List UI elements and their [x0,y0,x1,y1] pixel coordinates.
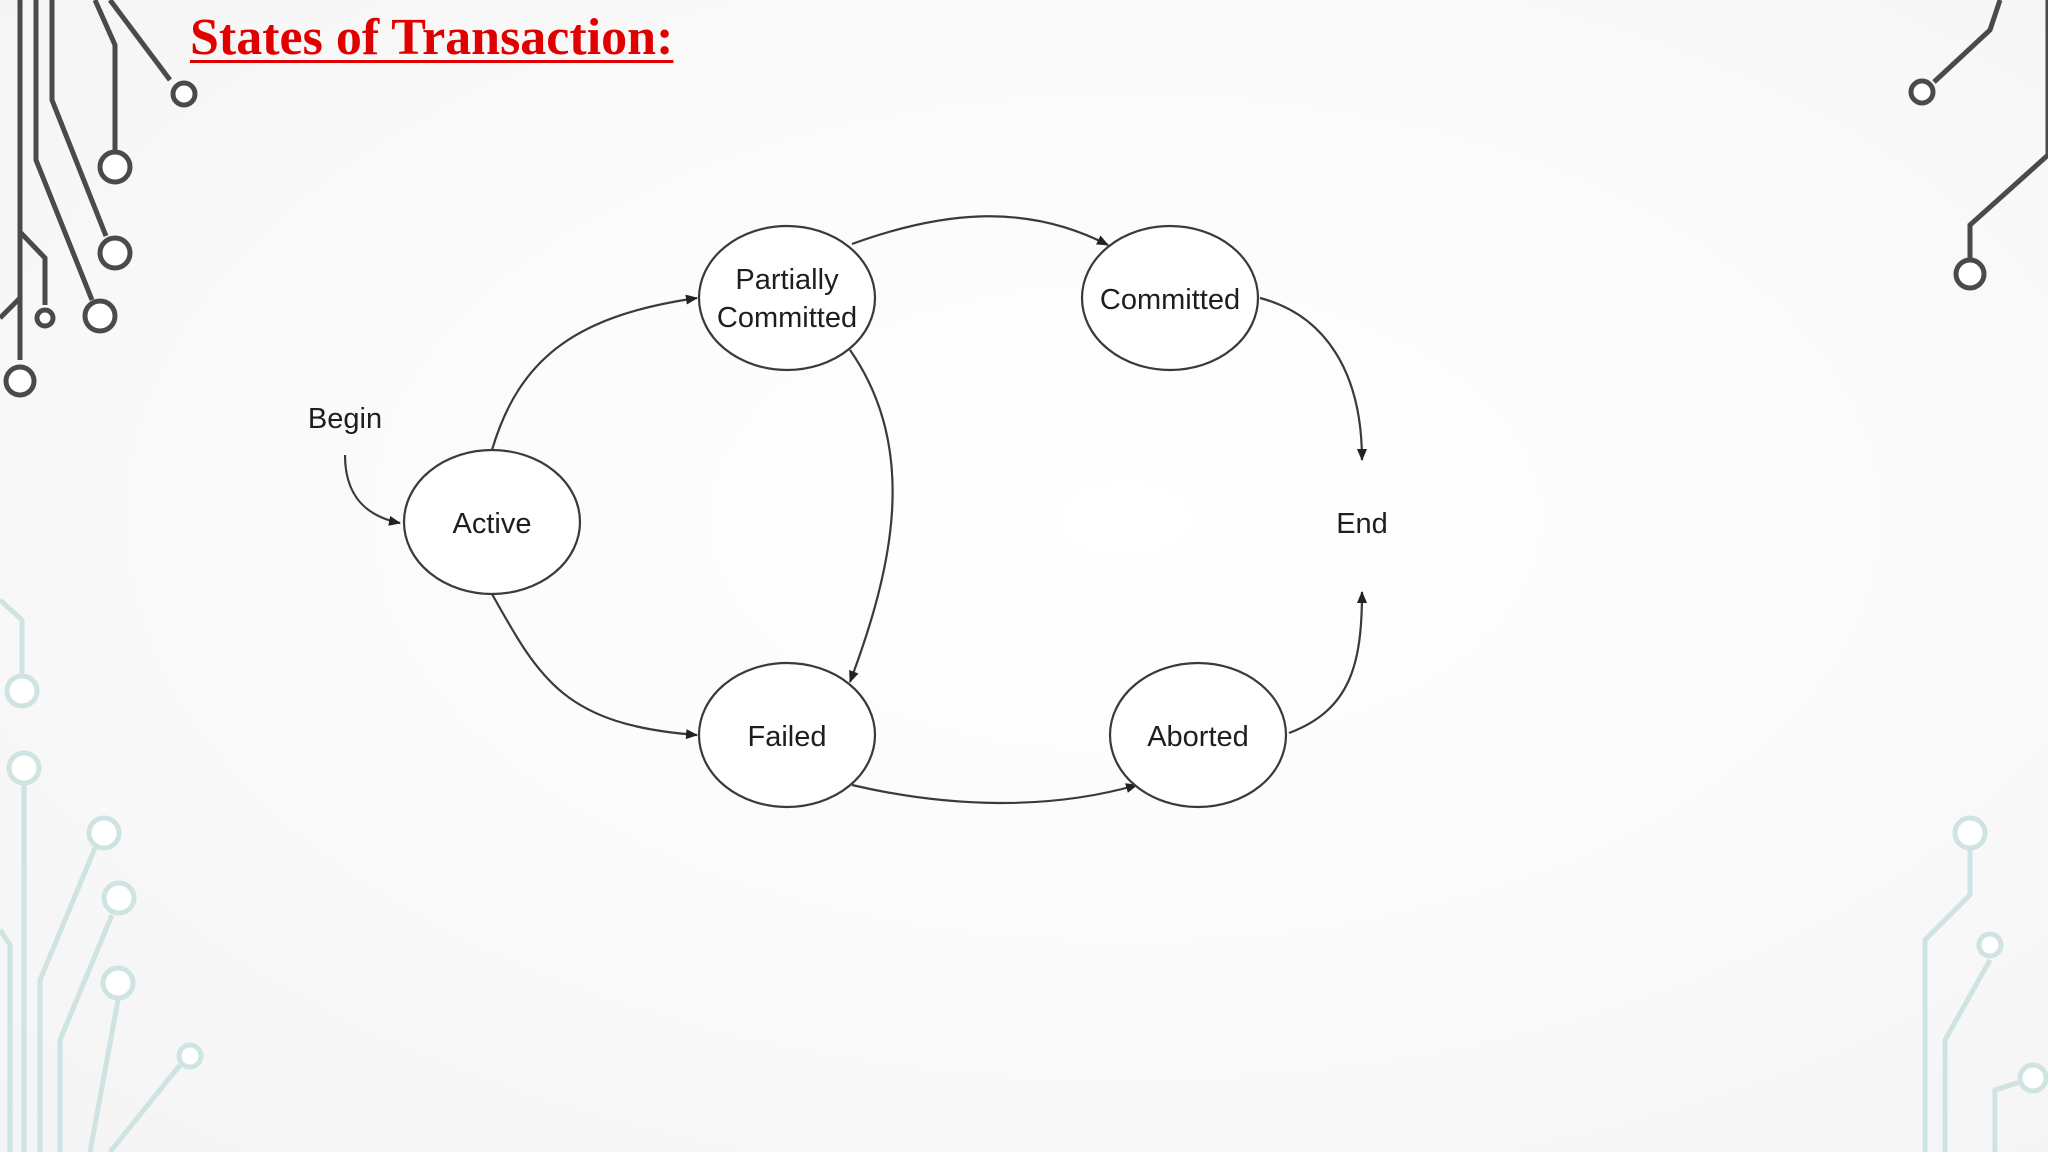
state-failed-label: Failed [748,721,827,753]
arrow-failed-to-aborted [851,783,1138,805]
arrow-active-to-partially-committed [490,294,698,451]
transition-arrows [343,215,1367,805]
state-partially-committed-node [697,224,877,372]
slide-title: States of Transaction: [190,9,674,66]
circuit-bottom-right [1922,815,2048,1152]
diagram-labels: Begin End Active Partially Committed Com… [308,264,1388,753]
state-aborted-node [1108,661,1288,809]
end-label: End [1336,508,1388,540]
state-active-label: Active [453,508,532,540]
state-committed-node [1080,224,1260,372]
circuit-top-right [1908,0,2048,291]
state-aborted-label: Aborted [1147,721,1249,753]
arrow-aborted-to-end [1288,591,1367,735]
state-nodes [402,224,1288,809]
state-failed-node [697,661,877,809]
state-active-node [402,448,582,596]
circuit-top-left [0,0,198,398]
begin-label: Begin [308,403,382,435]
arrow-partially-committed-to-failed [848,349,894,683]
state-partially-committed-label-line1: Partially [735,264,839,296]
arrow-partially-committed-to-committed [851,215,1109,246]
state-partially-committed-label-line2: Committed [717,302,857,334]
circuit-bottom-left [0,598,204,1152]
arrow-committed-to-end [1259,296,1367,461]
arrow-begin-to-active [343,454,401,526]
arrow-active-to-failed [491,593,698,740]
state-committed-label: Committed [1100,284,1240,316]
